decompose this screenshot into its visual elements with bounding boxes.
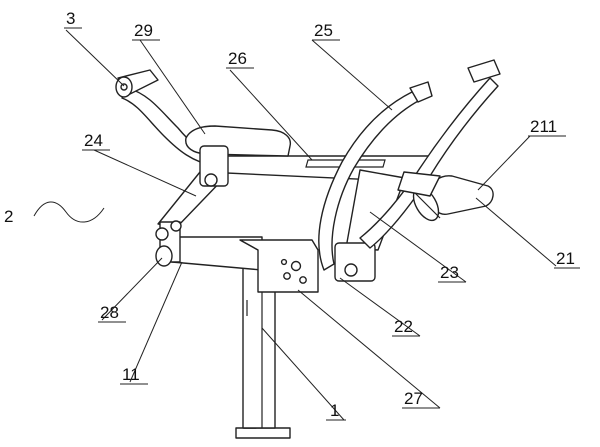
label-211: 211 <box>530 117 557 136</box>
label-29: 29 <box>134 21 153 40</box>
label-1: 1 <box>330 401 339 420</box>
base-foot <box>235 427 291 439</box>
label-27: 27 <box>404 389 423 408</box>
label-11: 11 <box>122 365 140 384</box>
label-23: 23 <box>440 263 459 282</box>
label-3: 3 <box>66 9 75 28</box>
label-21: 21 <box>556 249 575 268</box>
label-25: 25 <box>314 21 333 40</box>
wave-symbol <box>33 201 105 223</box>
support-arm-23 <box>345 169 406 251</box>
label-2: 2 <box>4 207 13 226</box>
leader-lines <box>65 29 557 421</box>
label-24: 24 <box>84 131 103 150</box>
fitness-apparatus <box>115 59 501 439</box>
part-labels: 3 29 26 25 211 24 2 21 23 28 22 11 27 1 <box>4 9 580 421</box>
label-28: 28 <box>100 303 119 322</box>
label-26: 26 <box>228 49 247 68</box>
label-22: 22 <box>394 317 413 336</box>
